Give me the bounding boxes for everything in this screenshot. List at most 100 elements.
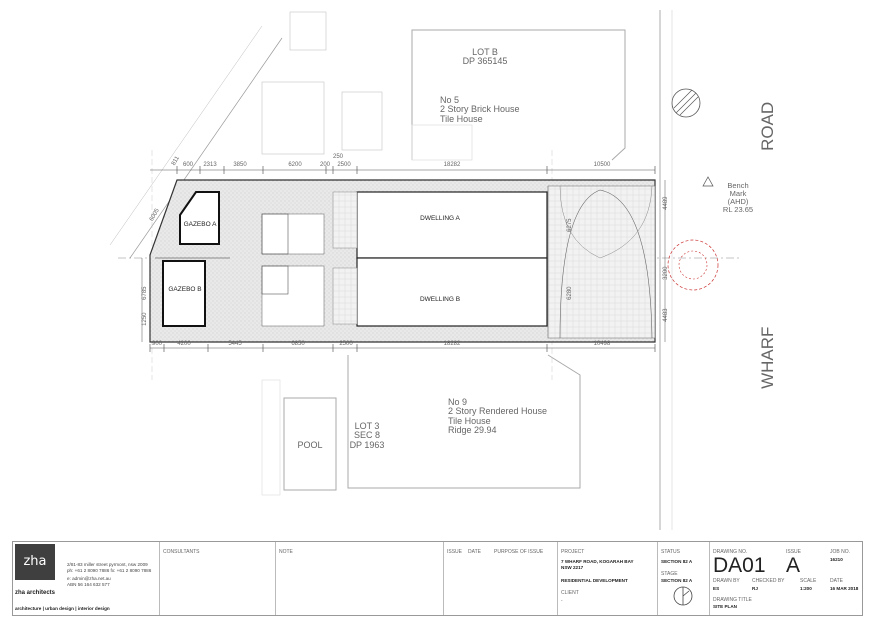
rear-yard-a <box>261 213 325 255</box>
dwelling-b-label: DWELLING B <box>419 296 461 303</box>
issue-panel: ISSUE DATE PURPOSE OF ISSUE <box>443 542 557 615</box>
south-house-label: No 9 2 Story Rendered House Tile House R… <box>448 397 568 436</box>
south-ridge: Ridge 29.94 <box>448 425 497 436</box>
consultants-panel: CONSULTANTS <box>159 542 275 615</box>
dim-top-7: 2500 <box>337 162 351 168</box>
road-label: ROAD <box>758 101 778 151</box>
boundary-diagonal-dim <box>109 25 263 246</box>
front-driveway <box>547 185 656 339</box>
dim-top-6: 250 <box>332 154 343 160</box>
firm-addr-1: ph: +61 2 8090 7886 fx: +61 2 8090 7886 <box>67 568 152 573</box>
dim-top-8: 18282 <box>443 162 461 168</box>
gazebo-a-label: GAZEBO A <box>183 221 217 228</box>
driveway-curve-top <box>559 185 653 259</box>
firm-logo: zha <box>15 544 55 580</box>
balcony-a <box>332 191 358 249</box>
dim-inner-0: 6275 <box>566 218 573 232</box>
bench-mark-l1: Bench <box>727 181 749 190</box>
dim-right-0: 4489 <box>662 196 669 210</box>
dim-left-0: 6785 <box>141 286 148 300</box>
scale-heading: SCALE <box>800 578 817 584</box>
drawing-no-value: DA01 <box>713 554 766 577</box>
gazebo-a-outline <box>179 191 220 245</box>
bench-mark-label: Bench Mark (AHD) RL 23.65 <box>716 182 760 214</box>
firm-panel: zha 2/81-83 miller street pyrmont, nsw 2… <box>15 544 155 614</box>
dim-bottom-2: 5445 <box>228 341 242 347</box>
dwelling-a-label: DWELLING A <box>420 215 460 222</box>
stage-heading: STAGE <box>661 571 678 577</box>
project-line-1: NSW 2217 <box>561 565 584 570</box>
status-value: SECTION 82 A <box>661 559 693 564</box>
south-lot-label: LOT 3 SEC 8 DP 1963 <box>342 421 392 450</box>
north-neighbour-house-outline <box>411 29 626 161</box>
dwelling-b-outline <box>356 257 548 327</box>
south-neighbour-house-outline <box>347 354 581 489</box>
site-plan-drawing <box>109 10 740 530</box>
dim-left-1: 1250 <box>141 312 148 326</box>
dim-bottom-0: 900 <box>151 341 162 347</box>
north-point-circle <box>671 88 701 118</box>
project-type: RESIDENTIAL DEVELOPMENT <box>561 578 628 583</box>
north-dp: DP 365145 <box>462 56 508 67</box>
date-heading: DATE <box>468 549 481 555</box>
drawing-title-heading: DRAWING TITLE <box>713 597 752 603</box>
firm-name: zha architects <box>15 590 56 596</box>
status-panel: STATUS SECTION 82 A STAGE SECTION 82 A <box>657 542 709 615</box>
issue-no-heading: ISSUE <box>786 549 802 555</box>
date-value: 16 MAR 2018 <box>830 586 859 591</box>
title-block: zha 2/81-83 miller street pyrmont, nsw 2… <box>12 541 863 616</box>
firm-tagline: architecture | urban design | interior d… <box>15 606 110 611</box>
balcony-b <box>332 267 358 325</box>
dim-ticks-top <box>176 166 656 174</box>
status-heading: STATUS <box>661 549 680 555</box>
north-point-arrow <box>673 89 699 116</box>
street-tree-circle <box>667 239 719 291</box>
dim-bottom-4: 2500 <box>339 341 353 347</box>
south-roof: Tile House <box>448 415 491 426</box>
south-lot: LOT 3 <box>354 421 380 431</box>
dim-bottom-5: 18282 <box>443 341 461 347</box>
issue-no-value: A <box>786 554 801 577</box>
dim-bottom-1: 4200 <box>177 341 191 347</box>
dwelling-a-outline <box>356 191 548 259</box>
project-panel: PROJECT 7 WHARF ROAD, KOGARAH BAY NSW 22… <box>557 542 657 615</box>
north-lot-side-building <box>341 91 383 151</box>
bench-mark-symbol <box>702 176 714 187</box>
south-lot-pool-outline <box>283 397 337 491</box>
north-desc: 2 Story Brick House <box>440 104 520 115</box>
dim-top-9: 10500 <box>593 162 611 168</box>
south-pool-label: POOL <box>297 440 323 450</box>
dim-ticks-bottom <box>149 344 656 352</box>
north-lot-small-building <box>261 81 325 155</box>
wharf-label: WHARF <box>758 326 778 389</box>
boundary-diagonal <box>129 37 283 259</box>
dim-inner-1: 6280 <box>566 286 573 300</box>
firm-addr-0: 2/81-83 miller street pyrmont, nsw 2009 <box>67 562 148 567</box>
scale-value: 1:200 <box>800 586 812 591</box>
project-line-0: 7 WHARF ROAD, KOGARAH BAY <box>561 559 634 564</box>
drawn-by-heading: DRAWN BY <box>713 578 740 584</box>
north-lot: LOT B <box>472 47 498 57</box>
checked-by-heading: CHECKED BY <box>752 578 785 584</box>
gazebo-b-outline <box>162 260 206 327</box>
issue-heading: ISSUE <box>447 549 463 555</box>
drawing-no-heading: DRAWING NO. <box>713 549 748 555</box>
dim-right-2: 4483 <box>662 308 669 322</box>
job-no-value: 16210 <box>830 557 843 562</box>
client-value: - <box>561 598 563 603</box>
dim-top-3: 3850 <box>233 162 247 168</box>
north-lot-inner-building <box>411 124 473 161</box>
firm-addr-3: ABN 56 164 632 577 <box>67 582 110 587</box>
job-no-heading: JOB NO. <box>830 549 851 555</box>
rear-yard-b <box>261 265 325 327</box>
dim-top-1: 600 <box>182 162 193 168</box>
driveway-curve <box>559 189 653 339</box>
north-lot-label: LOT B DP 365145 <box>440 47 530 67</box>
north-house-label: No 5 2 Story Brick House Tile House <box>440 95 550 124</box>
south-lot-shed <box>261 379 281 496</box>
consultants-heading: CONSULTANTS <box>163 549 200 555</box>
dim-top-2: 2313 <box>203 162 217 168</box>
bench-mark-l3: (AHD) <box>727 196 749 206</box>
drawn-by-value: ES <box>713 586 720 591</box>
title-north-point-icon <box>673 586 693 606</box>
